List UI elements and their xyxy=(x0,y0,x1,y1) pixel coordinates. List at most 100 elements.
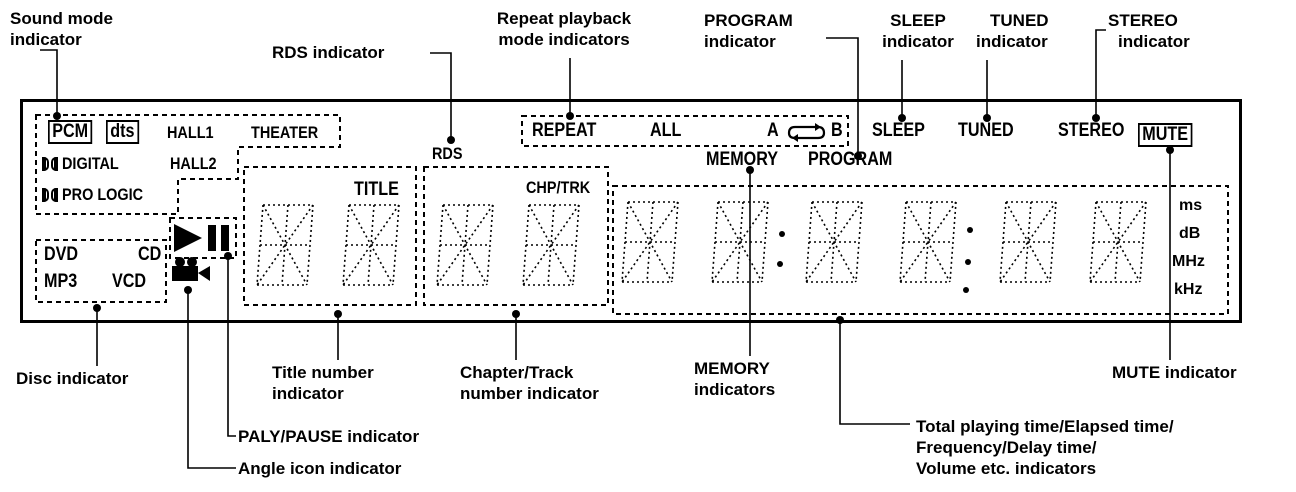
leader-dot xyxy=(93,304,101,312)
dolby-double-d-icon xyxy=(42,157,60,171)
colon-dot xyxy=(965,259,971,265)
program-callout: PROGRAM indicator xyxy=(704,10,793,52)
total-time-callout: Total playing time/Elapsed time/ Frequen… xyxy=(916,416,1174,479)
leader-dot xyxy=(512,310,520,318)
title-number-callout-line1: Title number xyxy=(272,363,374,382)
program-callout-line2: indicator xyxy=(704,32,776,51)
pcm-indicator: PCM xyxy=(48,120,93,144)
title-indicator: TITLE xyxy=(354,179,399,200)
leader-dot xyxy=(1092,114,1100,122)
group-boxes xyxy=(35,114,1229,315)
chapter-track-callout-line1: Chapter/Track xyxy=(460,363,574,382)
program-leader xyxy=(826,37,859,156)
title-number-callout: Title number indicator xyxy=(272,362,374,404)
display-panel xyxy=(20,99,1242,323)
colon-dot xyxy=(777,261,783,267)
unit-khz: kHz xyxy=(1174,281,1203,298)
leader-dots xyxy=(53,112,1174,324)
repeat-indicator: REPEAT xyxy=(532,120,597,141)
mp3-indicator: MP3 xyxy=(44,271,78,292)
repeat-callout: Repeat playback mode indicators xyxy=(472,8,656,50)
angle-callout: Angle icon indicator xyxy=(238,459,402,478)
sleep-callout-line2: indicator xyxy=(882,32,954,51)
mute-indicator: MUTE xyxy=(1138,123,1193,147)
angle-leader xyxy=(187,290,236,469)
total-time-callout-line3: Volume etc. indicators xyxy=(916,459,1097,478)
camera-icon xyxy=(172,257,210,281)
tuned-indicator: TUNED xyxy=(958,120,1014,141)
hall1-indicator: HALL1 xyxy=(167,123,214,142)
sleep-callout: SLEEP indicator xyxy=(868,10,968,52)
sound-mode-group-box xyxy=(35,114,341,215)
chapter-track-group-box xyxy=(423,166,609,306)
rds-indicator: RDS xyxy=(432,144,463,163)
leader-dot xyxy=(184,286,192,294)
segment-digit xyxy=(522,204,580,286)
program-callout-line1: PROGRAM xyxy=(704,11,793,30)
segment-digit xyxy=(711,201,769,283)
leader-dot xyxy=(1166,146,1174,154)
title-number-group-box xyxy=(243,166,417,306)
chapter-track-callout: Chapter/Track number indicator xyxy=(460,362,599,404)
stereo-callout-line1: STEREO xyxy=(1108,11,1178,30)
sound-mode-callout-line1: Sound mode xyxy=(10,9,113,28)
tuned-callout-line2: indicator xyxy=(976,32,1048,51)
pause-icon xyxy=(221,225,229,251)
leader-dot xyxy=(447,136,455,144)
stereo-callout-line2: indicator xyxy=(1118,32,1190,51)
repeat-all-indicator: ALL xyxy=(650,120,682,141)
sound-mode-callout: Sound mode indicator xyxy=(10,8,113,50)
repeat-arrow-head xyxy=(815,123,821,131)
repeat-b-indicator: B xyxy=(831,120,843,141)
title-number-callout-line2: indicator xyxy=(272,384,344,403)
colon-dot xyxy=(779,231,785,237)
total-time-callout-line2: Frequency/Delay time/ xyxy=(916,438,1097,457)
segment-digit xyxy=(999,201,1057,283)
pause-icon xyxy=(208,225,216,251)
dvd-indicator: DVD xyxy=(44,244,79,265)
cd-indicator: CD xyxy=(138,244,162,265)
colon-dot xyxy=(963,287,969,293)
theater-indicator: THEATER xyxy=(251,123,319,142)
tuned-callout: TUNED indicator xyxy=(976,10,1049,52)
dd-prologic-indicator: PRO LOGIC xyxy=(62,185,144,204)
dolby-double-d-icon xyxy=(42,188,60,202)
program-indicator: PROGRAM xyxy=(808,149,893,170)
sound-mode-leader xyxy=(40,49,58,116)
memory-indicator: MEMORY xyxy=(706,149,779,170)
memory-callout: MEMORY indicators xyxy=(694,358,775,400)
sleep-indicator: SLEEP xyxy=(872,120,925,141)
time-digits-group-box xyxy=(612,185,1229,315)
leader-dot xyxy=(854,152,862,160)
leader-dot xyxy=(983,114,991,122)
rds-callout: RDS indicator xyxy=(272,43,385,62)
disc-callout: Disc indicator xyxy=(16,369,129,388)
repeat-group-box xyxy=(521,115,849,147)
repeat-arrows-icon xyxy=(787,125,826,140)
play-icon xyxy=(174,224,202,252)
repeat-a-indicator: A xyxy=(767,120,779,141)
repeat-callout-line2: mode indicators xyxy=(498,30,630,49)
leader-lines xyxy=(40,29,1171,469)
unit-ms: ms xyxy=(1179,197,1203,214)
sound-mode-callout-line2: indicator xyxy=(10,30,82,49)
vcd-indicator: VCD xyxy=(112,271,147,292)
segment-digit xyxy=(805,201,863,283)
leader-dot xyxy=(898,114,906,122)
segment-digit xyxy=(256,204,314,286)
stereo-indicator: STEREO xyxy=(1058,120,1125,141)
total-time-leader xyxy=(839,320,910,425)
chapter-track-callout-line2: number indicator xyxy=(460,384,599,403)
chp-trk-indicator: CHP/TRK xyxy=(526,178,591,197)
leader-dot xyxy=(224,252,232,260)
leader-dot xyxy=(53,112,61,120)
unit-mhz: MHz xyxy=(1172,253,1205,270)
leader-dot xyxy=(334,310,342,318)
tuned-callout-line1: TUNED xyxy=(990,11,1049,30)
leader-dot xyxy=(836,316,844,324)
repeat-callout-line1: Repeat playback xyxy=(496,9,632,28)
leader-dot xyxy=(746,166,754,174)
memory-callout-line1: MEMORY xyxy=(694,359,770,378)
total-time-callout-line1: Total playing time/Elapsed time/ xyxy=(916,417,1174,436)
